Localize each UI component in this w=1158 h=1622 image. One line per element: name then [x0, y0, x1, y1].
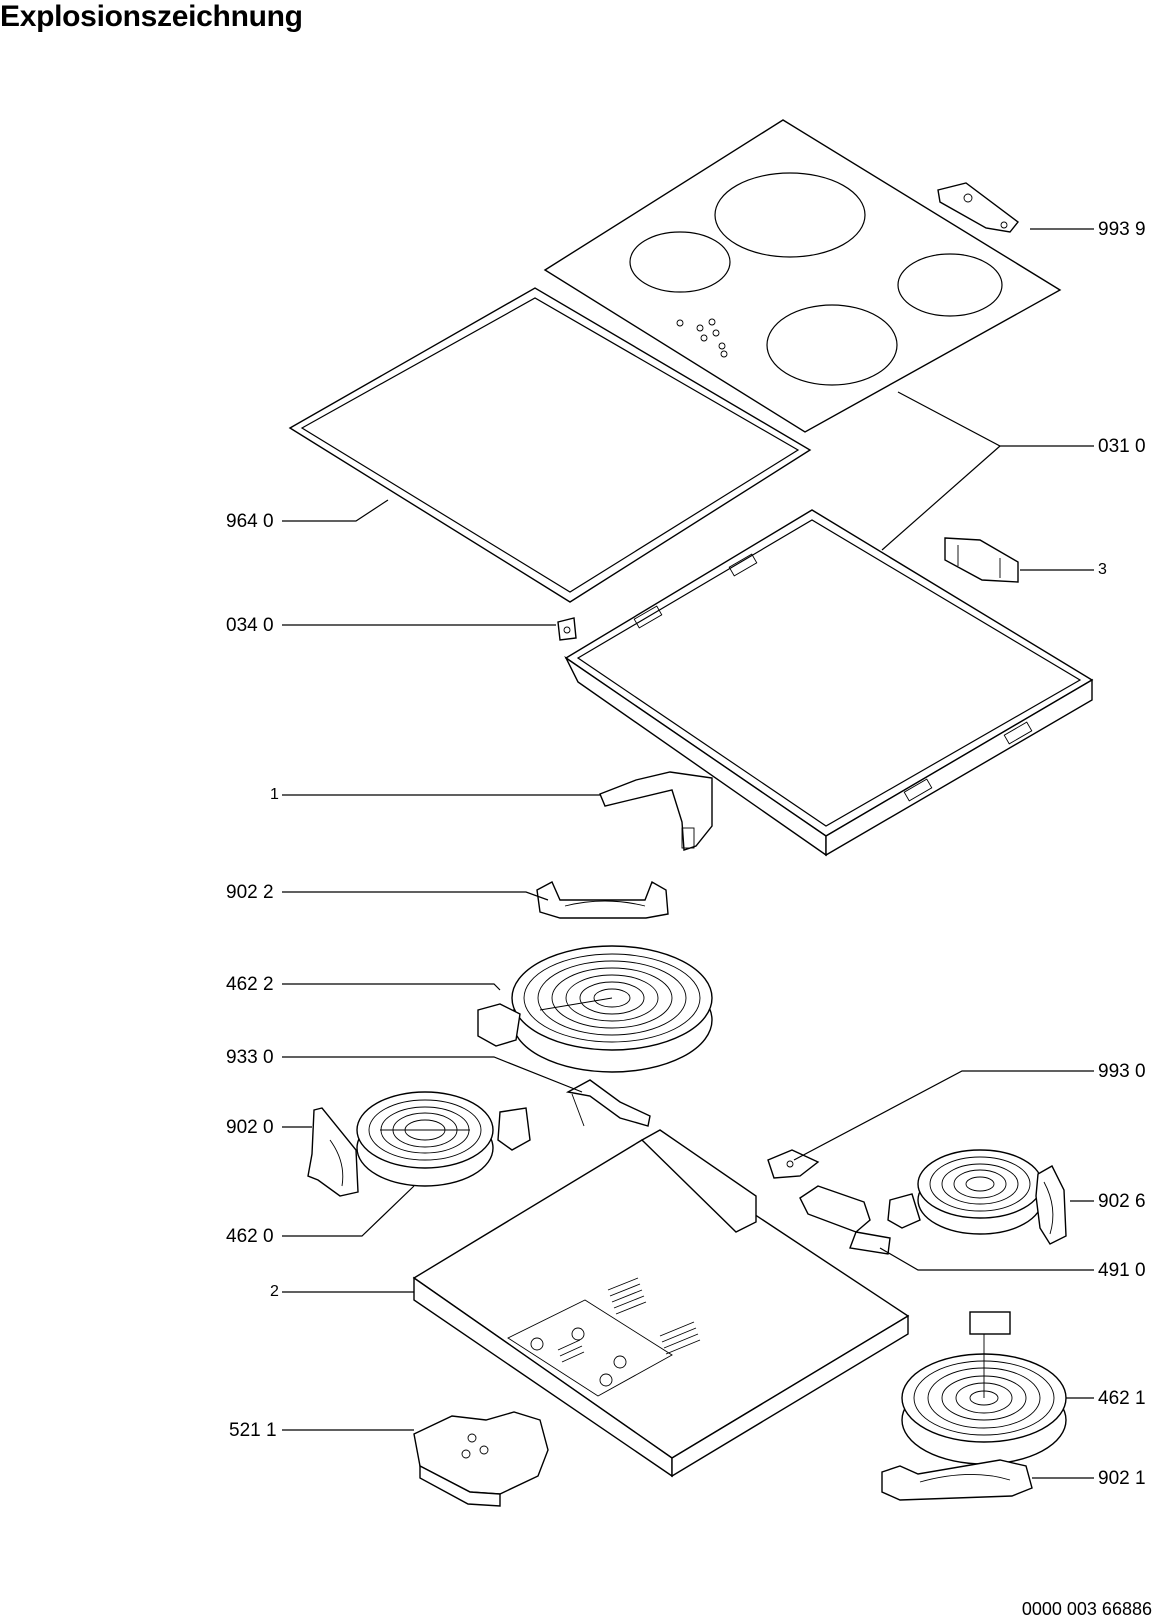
label-4622: 462 2 — [226, 974, 274, 995]
label-9640: 964 0 — [226, 511, 274, 532]
label-9930: 993 0 — [1098, 1061, 1146, 1082]
clip-part-9939 — [937, 182, 1019, 233]
heating-element-part-4622 — [477, 945, 713, 1073]
heating-element-part-4621 — [887, 1149, 1043, 1235]
bracket-part-0340 — [557, 617, 577, 641]
label-4620: 462 0 — [226, 1226, 274, 1247]
heating-element-part-4620 — [356, 1091, 531, 1187]
switch-part-4910 — [799, 1185, 891, 1255]
bracket-part-9020 — [307, 1107, 359, 1197]
bracket-part-9022 — [536, 880, 669, 919]
bottom-housing-part-2 — [412, 1129, 910, 1478]
label-9026: 902 6 — [1098, 1191, 1146, 1212]
cooktop-glass-plate — [543, 119, 1062, 433]
bracket-part-9026 — [1035, 1165, 1067, 1245]
label-9939: 993 9 — [1098, 219, 1146, 240]
heating-element-part-4621-lower — [901, 1311, 1067, 1465]
label-4621: 462 1 — [1098, 1388, 1146, 1409]
label-5211: 521 1 — [229, 1420, 277, 1441]
document-number: 0000 003 66886 — [1021, 1599, 1152, 1619]
label-9022: 902 2 — [226, 882, 274, 903]
label-9020: 902 0 — [226, 1117, 274, 1138]
label-0340: 034 0 — [226, 615, 274, 636]
label-3: 3 — [1098, 561, 1107, 578]
sensor-part-9330 — [565, 1079, 651, 1127]
bracket-part-1 — [599, 771, 713, 851]
leader-lines — [282, 228, 1094, 1479]
label-1: 1 — [270, 786, 279, 803]
housing-frame-part-0310 — [564, 509, 1094, 857]
page-title: Explosionszeichnung — [0, 0, 303, 33]
label-4910: 491 0 — [1098, 1260, 1146, 1281]
label-2: 2 — [270, 1283, 279, 1300]
label-9021: 902 1 — [1098, 1468, 1146, 1489]
control-module-part-5211 — [413, 1411, 549, 1507]
clip-part-9930 — [767, 1149, 820, 1179]
bracket-part-3 — [944, 537, 1019, 583]
ventilation-slots — [557, 1277, 701, 1363]
bracket-part-9021 — [881, 1459, 1033, 1501]
label-9330: 933 0 — [226, 1047, 274, 1068]
seal-frame-part-9640 — [288, 287, 812, 603]
label-0310: 031 0 — [1098, 436, 1146, 457]
